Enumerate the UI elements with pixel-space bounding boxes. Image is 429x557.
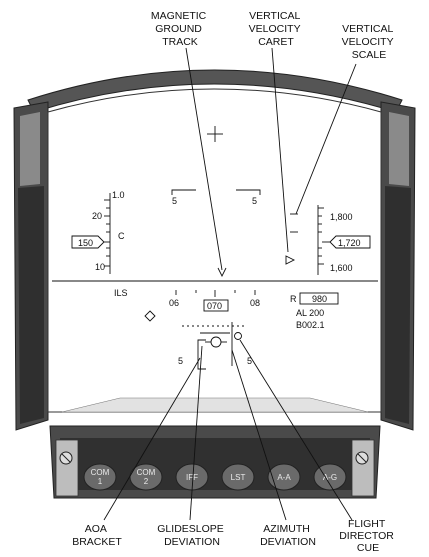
com1-button[interactable] — [83, 463, 117, 491]
hud-symbology: 5 5 1.0 20 10 C 150 ILS — [52, 126, 378, 370]
airspeed-value: 150 — [78, 238, 93, 248]
heading-tick-label: 08 — [250, 298, 260, 308]
flight-director-cue — [234, 332, 242, 340]
barometric-setting: B002.1 — [296, 320, 325, 330]
callout-glideslope-deviation: GLIDESLOPE DEVIATION — [157, 523, 226, 548]
lst-button[interactable] — [221, 463, 255, 491]
pitch-label-left: 5 — [172, 196, 177, 206]
callout-vertical-velocity-scale: VERTICAL VELOCITY SCALE — [342, 23, 397, 61]
airspeed-scale: 1.0 20 10 C 150 ILS — [71, 190, 128, 298]
radar-altitude-prefix: R — [290, 294, 297, 304]
a-g-button[interactable] — [313, 463, 347, 491]
boresight-cross — [207, 126, 223, 142]
airspeed-tick-label: 20 — [92, 211, 102, 221]
leader-lines — [103, 47, 357, 521]
waypoint-diamond — [144, 310, 156, 322]
heading-value: 070 — [207, 301, 222, 311]
altitude-value: 1,720 — [338, 238, 361, 248]
airspeed-tick-label: 10 — [95, 262, 105, 272]
mode-label: ILS — [114, 288, 128, 298]
callout-flight-director-cue: FLIGHT DIRECTOR CUE — [339, 518, 397, 554]
deviation-scales: 5 5 — [178, 322, 252, 370]
callout-labels: MAGNETIC GROUND TRACK VERTICAL VELOCITY … — [72, 10, 397, 554]
aoa-bracket — [197, 339, 206, 370]
radar-altitude-value: 980 — [312, 294, 327, 304]
deviation-scale-label-right: 5 — [247, 356, 252, 366]
altitude-tick-label: 1,800 — [330, 212, 353, 222]
heading-box — [203, 299, 229, 312]
callout-aoa-bracket: AOA BRACKET — [72, 523, 122, 548]
magnetic-ground-track-marker — [217, 267, 227, 278]
iff-button-label: IFF — [186, 473, 198, 482]
altitude-box — [329, 235, 371, 249]
airspeed-box — [71, 235, 105, 249]
callout-vertical-velocity-caret: VERTICAL VELOCITY CARET — [249, 10, 304, 48]
deviation-scale-label-left: 5 — [178, 356, 183, 366]
a-a-button-label: A-A — [277, 473, 291, 482]
callout-azimuth-deviation: AZIMUTH DEVIATION — [260, 523, 316, 548]
altitude-low-setting: AL 200 — [296, 308, 324, 318]
altitude-tick-label: 1,600 — [330, 263, 353, 273]
a-g-button-label: A-G — [323, 473, 337, 482]
pitch-label-right: 5 — [252, 196, 257, 206]
lst-button-label: LST — [231, 473, 246, 482]
vertical-velocity-caret — [285, 255, 296, 265]
a-a-button[interactable] — [267, 463, 301, 491]
airspeed-mode: C — [118, 231, 125, 241]
airspeed-tick-label: 1.0 — [112, 190, 125, 200]
radar-altitude-box — [299, 292, 339, 305]
vertical-velocity-scale: 1,800 1,600 1,720 — [285, 205, 371, 275]
heading-scale: 06 08 070 — [169, 290, 260, 312]
callout-magnetic-ground-track: MAGNETIC GROUND TRACK — [151, 10, 209, 48]
altitude-data-block: R 980 AL 200 B002.1 — [290, 292, 339, 330]
heading-tick-label: 06 — [169, 298, 179, 308]
pitch-ladder: 5 5 — [171, 189, 261, 206]
